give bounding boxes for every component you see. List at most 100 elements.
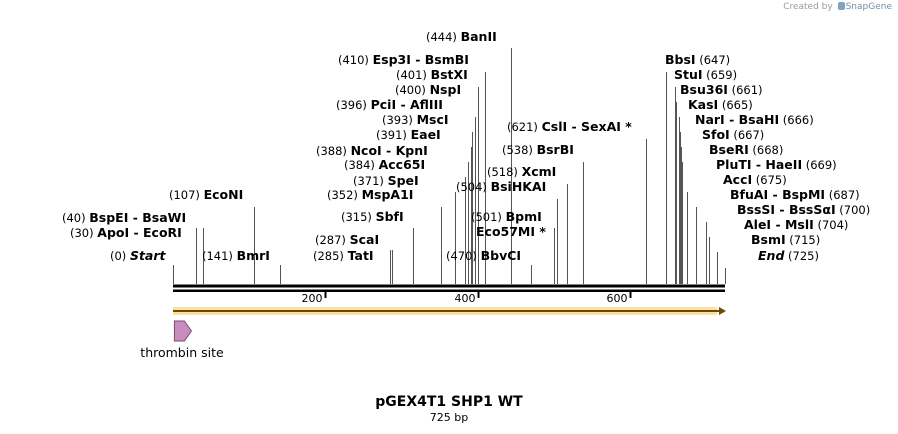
site-position-label: (700) (836, 203, 871, 217)
site-enzyme-names: ScaI (350, 232, 380, 247)
site-label-pcii: (396) PciI - AflIII (336, 97, 443, 112)
snapgene-credit: Created by SnapGene (783, 2, 892, 12)
site-position-label: (141) (202, 249, 237, 263)
site-enzyme-names: BsmI (751, 232, 786, 247)
site-label-xcmi: (518) XcmI (487, 164, 556, 179)
site-position-label: (501) (471, 210, 506, 224)
site-position-label: (687) (825, 188, 860, 202)
site-enzyme-names: PluTI - HaeII (716, 157, 802, 172)
site-position-label: (410) (338, 53, 373, 67)
site-enzyme-names: NarI - BsaHI (695, 112, 779, 127)
site-label-sfoi: SfoI (667) (702, 127, 764, 142)
site-label-econi: (107) EcoNI (169, 187, 243, 202)
site-enzyme-names: TatI (348, 248, 374, 263)
site-enzyme-names: BpmI (506, 209, 542, 224)
site-enzyme-names: BseRI (709, 142, 749, 157)
site-label-bbsi: BbsI (647) (665, 52, 730, 67)
site-position-label: (444) (426, 30, 461, 44)
sequence-length: 725 bp (429, 411, 469, 424)
site-label-acci: AccI (675) (723, 172, 787, 187)
site-enzyme-names: BbvCI (481, 248, 521, 263)
site-enzyme-names: BsiHKAI (491, 179, 547, 194)
site-position-label: (315) (341, 210, 376, 224)
site-label-sbfi: (315) SbfI (341, 209, 404, 224)
site-label-bsihkai: (504) BsiHKAI (456, 179, 546, 194)
site-enzyme-names: SfoI (702, 127, 730, 142)
ruler-tick-label-400: 400 (455, 292, 476, 305)
site-label-bspei: (40) BspEI - BsaWI (62, 210, 186, 225)
site-label-spei: (371) SpeI (353, 173, 419, 188)
site-position-label: (675) (752, 173, 787, 187)
site-label-start: (0) Start (110, 248, 167, 263)
backbone-top-strand (173, 284, 725, 288)
site-enzyme-names: SbfI (376, 209, 404, 224)
site-enzyme-names: NcoI - KpnI (351, 143, 428, 158)
site-position-label: (352) (327, 188, 362, 202)
feature-track: thrombin site (140, 320, 224, 360)
site-enzyme-names: PciI - AflIII (371, 97, 443, 112)
site-label-bmri: (141) BmrI (202, 248, 270, 263)
site-lines (173, 48, 726, 284)
site-label-tati: (285) TatI (313, 248, 374, 263)
site-label-bsmi: BsmI (715) (751, 232, 820, 247)
site-enzyme-names: End (758, 248, 785, 263)
map-title-block: pGEX4T1 SHP1 WT 725 bp (0, 394, 898, 424)
site-position-label: (107) (169, 188, 204, 202)
site-position-label: (30) (70, 226, 97, 240)
site-position-label: (40) (62, 211, 89, 225)
snapgene-logo-icon (837, 2, 845, 10)
site-position-label: (704) (814, 218, 849, 232)
site-position-label: (504) (456, 180, 491, 194)
site-position-label: (287) (315, 233, 350, 247)
site-label-kasi: KasI (665) (688, 97, 753, 112)
site-enzyme-names: BmrI (237, 248, 270, 263)
site-enzyme-names: EcoNI (204, 187, 244, 202)
site-position-label: (396) (336, 98, 371, 112)
orf-arrowhead (719, 307, 726, 315)
site-labels: (0) Start(30) ApoI - EcoRI(40) BspEI - B… (62, 29, 870, 263)
site-enzyme-names: XcmI (522, 164, 557, 179)
site-enzyme-names: ApoI - EcoRI (97, 225, 182, 240)
sequence-backbone (173, 284, 725, 292)
site-enzyme-names: Esp3I - BsmBI (373, 52, 469, 67)
site-position-label: (388) (316, 144, 351, 158)
site-enzyme-names: CslI - SexAI * (542, 119, 633, 134)
site-label-bsssi: BssSI - BssSαI (700) (737, 202, 870, 217)
site-label-csli: (621) CslI - SexAI * (507, 119, 632, 134)
ruler-tick-label-200: 200 (302, 292, 323, 305)
site-label-nspi: (400) NspI (395, 82, 461, 97)
site-enzyme-names: AleI - MslI (744, 217, 814, 232)
site-label-bsrbi: (538) BsrBI (502, 142, 574, 157)
site-label-msci: (393) MscI (382, 112, 449, 127)
site-label-apoi: (30) ApoI - EcoRI (70, 225, 182, 240)
site-label-banii: (444) BanII (426, 29, 497, 44)
site-enzyme-names: BspEI - BsaWI (89, 210, 186, 225)
site-position-label: (647) (696, 53, 731, 67)
site-label-ncoi: (388) NcoI - KpnI (316, 143, 428, 158)
site-enzyme-names: Start (130, 248, 167, 263)
site-label-esp3i: (410) Esp3I - BsmBI (338, 52, 469, 67)
site-position-label: (621) (507, 120, 542, 134)
site-enzyme-names: MscI (417, 112, 449, 127)
site-enzyme-names: Eco57MI * (476, 224, 546, 239)
site-position-label: (668) (749, 143, 784, 157)
site-position-label: (518) (487, 165, 522, 179)
site-position-label: (661) (728, 83, 763, 97)
site-enzyme-names: Bsu36I (680, 82, 728, 97)
site-label-bseri: BseRI (668) (709, 142, 783, 157)
site-enzyme-names: BbsI (665, 52, 696, 67)
sequence-map: (0) Start(30) ApoI - EcoRI(40) BspEI - B… (62, 29, 870, 360)
site-enzyme-names: BanII (461, 29, 497, 44)
ruler-tick-label-600: 600 (607, 292, 628, 305)
site-label-acc65i: (384) Acc65I (344, 157, 425, 172)
site-enzyme-names: AccI (723, 172, 752, 187)
site-position-label: (371) (353, 174, 388, 188)
site-position-label: (667) (730, 128, 765, 142)
orf-track (173, 307, 726, 315)
site-position-label: (391) (376, 128, 411, 142)
site-enzyme-names: Acc65I (379, 157, 426, 172)
site-position-label: (665) (718, 98, 753, 112)
site-label-bsu36i: Bsu36I (661) (680, 82, 763, 97)
credit-prefix: Created by (783, 2, 833, 12)
site-enzyme-names: MspA1I (362, 187, 414, 202)
